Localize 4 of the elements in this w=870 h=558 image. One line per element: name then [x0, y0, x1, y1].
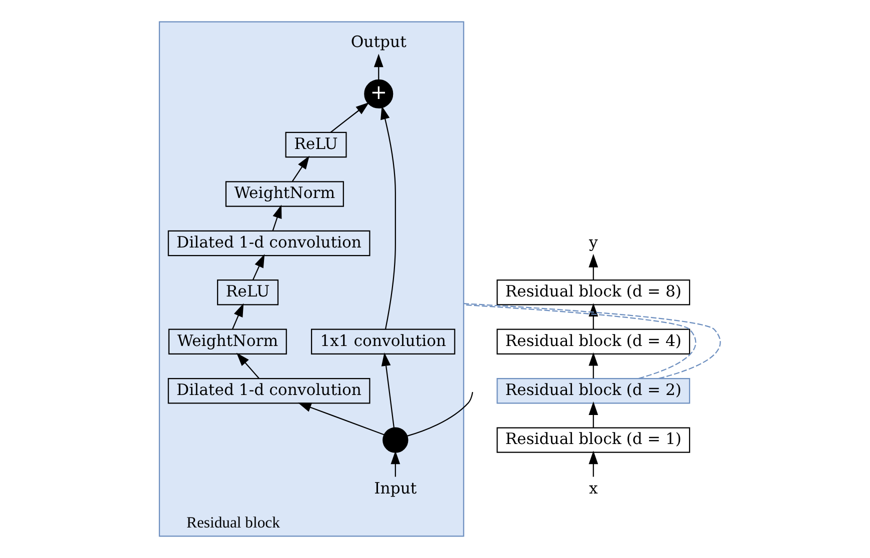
node-text: Output: [350, 32, 406, 52]
node-text: y: [588, 232, 598, 252]
node-text: Input: [374, 478, 416, 498]
node-text: x: [588, 478, 598, 498]
